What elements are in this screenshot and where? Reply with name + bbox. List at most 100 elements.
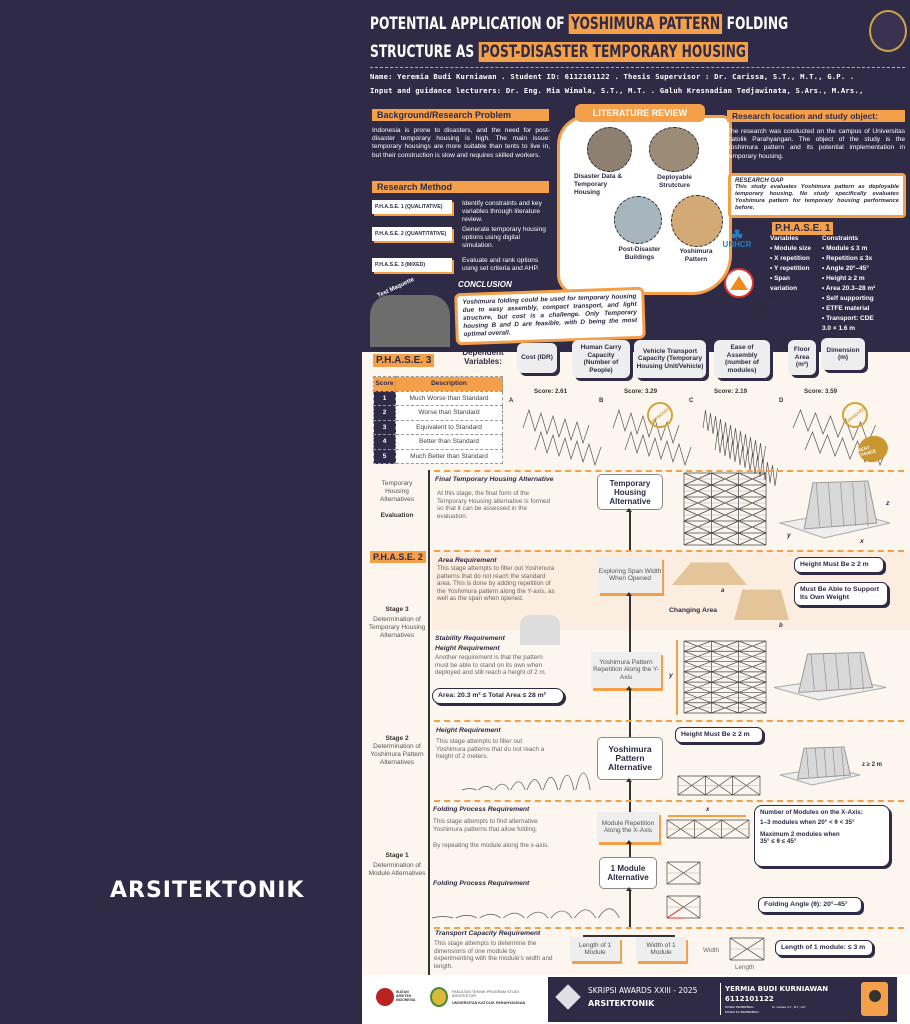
phase1-label: P.H.A.S.E. 1 (772, 222, 834, 235)
alternative-id: B (599, 398, 604, 404)
axis-x-label: x (860, 538, 864, 545)
divider (434, 927, 904, 929)
grid-line (859, 653, 864, 691)
post-disaster-building-photo (614, 196, 662, 244)
dep-var-ease-assembly: Ease of Assembly (number of modules) (714, 340, 770, 378)
height-constraint-pill-2: Height Must Be ≥ 2 m (675, 727, 763, 743)
alternative-score: Score: 2.19 (714, 388, 748, 395)
research-gap-text: This study evaluates Yoshimura pattern a… (735, 184, 899, 211)
timeline-line (428, 470, 430, 975)
wireframe-ridge (522, 408, 590, 445)
dep-var-vehicle-transport: Vehicle Transport Capacity (Temporary Ho… (634, 340, 706, 378)
wireframe-ridge (792, 409, 876, 444)
wireframe-ridge (612, 408, 680, 445)
lit-item-post-disaster: Post-Disaster Buildings (618, 246, 661, 261)
area-req-text: This stage attempts to filter out Yoshim… (437, 565, 555, 602)
stability-test-photo (520, 615, 560, 645)
fold-sketch (526, 779, 542, 791)
span-a-model (672, 562, 747, 585)
fold-sketch (526, 911, 549, 919)
conclusion-heading: CONCLUSION (458, 280, 512, 289)
phase3-text: Evaluate and rank options using set crit… (462, 257, 539, 273)
lit-item-deployable: Deployable Strutcture (657, 174, 692, 189)
eval-left-label: Temporary Housing Alternatives (380, 480, 414, 503)
changing-area-label: Changing Area (669, 607, 718, 614)
module-dimension-grid (729, 937, 765, 961)
housing-alternative-a: A Score: 2.61 (509, 388, 602, 467)
span-b-model (734, 589, 789, 620)
phase2-badge: P.H.A.S.E. 2 (QUANTITATIVE) (372, 227, 452, 241)
description-cell: Much Worse than Standard (395, 390, 503, 406)
height-req-title: Height Requirement (435, 645, 500, 652)
variables-title: Variables (770, 235, 799, 242)
literature-review-heading: LITERATURE REVIEW (575, 104, 705, 122)
final-housing-3d-model (778, 480, 891, 539)
housing-wireframe-drawing (522, 408, 602, 467)
constraint-item: • Module ≤ 3 m (822, 245, 868, 252)
housing-wireframe-drawing (702, 409, 778, 487)
fold-sketch (510, 781, 526, 791)
location-heading: Research location and study object: (727, 110, 905, 122)
score-cell: 4 (373, 434, 396, 450)
module-count-title: Number of Modules on the X-Axis: (760, 809, 863, 816)
stage3-title: Stage 3 (385, 606, 409, 613)
fold-sketch (503, 912, 525, 919)
constraint-item: • Repetition ≤ 3x (822, 255, 873, 262)
fold-sketch (479, 913, 501, 919)
x-repetition-box: Module Repetition Along the X-Axis (597, 812, 659, 842)
bnpb-logo (724, 268, 754, 298)
module-length-box: Length of 1 Module (570, 937, 620, 961)
y-axis-line (676, 640, 678, 715)
phase1-badge: P.H.A.S.E. 1 (QUALITATIVE) (372, 200, 452, 214)
student-photo (861, 982, 888, 1016)
phase2-label: P.H.A.S.E. 2 (370, 551, 426, 563)
height-req2-text: This stage attempts to filter out Yoshim… (436, 738, 545, 760)
y-repetition-3d-model (773, 651, 887, 701)
folded-shell (796, 746, 852, 780)
description-cell: Equivalent to Standard (395, 419, 503, 435)
folding-req-text2: By repeating the module along the x-axis… (433, 842, 549, 849)
fold-sketch (597, 908, 620, 919)
housing-alternative-c: C Score: 2.19 (689, 388, 778, 487)
location-text: The research was conducted on the campus… (727, 128, 905, 160)
lecturers-line: Input and guidance lecturers: Dr. Eng. M… (370, 86, 864, 95)
flow-arrow (626, 508, 632, 557)
area-req-title: Area Requirement (438, 557, 497, 564)
research-gap-box: RESEARCH GAP This study evaluates Yoshim… (728, 173, 906, 218)
variable-item: • Y repetition (770, 265, 810, 272)
width-label: Width (703, 947, 720, 954)
grid-line (823, 748, 827, 778)
fold-sketch (455, 915, 478, 919)
author-line: Name: Yeremia Budi Kurniawan . Student I… (370, 72, 855, 81)
module-count-box: Number of Modules on the X-Axis: 1–3 mod… (754, 805, 890, 867)
flow-arrow (626, 887, 632, 927)
fold-sketch (431, 916, 454, 919)
phase1-text: Identify constraints and key variables t… (462, 200, 542, 224)
grid-line (828, 482, 832, 527)
transport-req-title: Transport Capacity Requirement (435, 930, 541, 937)
variables-list: Variables • Module size • X repetition •… (770, 234, 811, 294)
research-gap-title: RESEARCH GAP (735, 178, 784, 184)
dep-var-cost: Cost (IDR) (517, 343, 557, 373)
grid-line (810, 653, 815, 691)
module-width-box: Width of 1 Module (636, 937, 686, 961)
eval-text: At this stage, the final form of the Tem… (437, 490, 551, 520)
dep-var-human-carry: Human Carry Capacity (Number of People) (572, 340, 630, 378)
poster-title-line2: STRUCTURE AS POST-DISASTER TEMPORARY HOU… (370, 42, 749, 62)
alternative-id: A (509, 398, 514, 404)
self-support-pill: Must Be Able to Support Its Own Weight (794, 582, 888, 606)
grid-line (840, 482, 845, 527)
alternative-id: C (689, 398, 694, 404)
constraint-item: • Height ≥ 2 m (822, 275, 865, 282)
supervisor-label: DOSEN PEMBIMBING : (725, 1005, 756, 1009)
wireframe-base (534, 430, 602, 467)
folded-shell (803, 480, 878, 530)
fold-sketch (461, 788, 477, 791)
poster-title-line1: POTENTIAL APPLICATION OF YOSHIMURA PATTE… (370, 14, 789, 34)
fold-sketch (559, 774, 575, 791)
stage1-text: Determination of Module Alternatives (368, 862, 426, 877)
constraint-item: • ETFE material (822, 305, 870, 312)
